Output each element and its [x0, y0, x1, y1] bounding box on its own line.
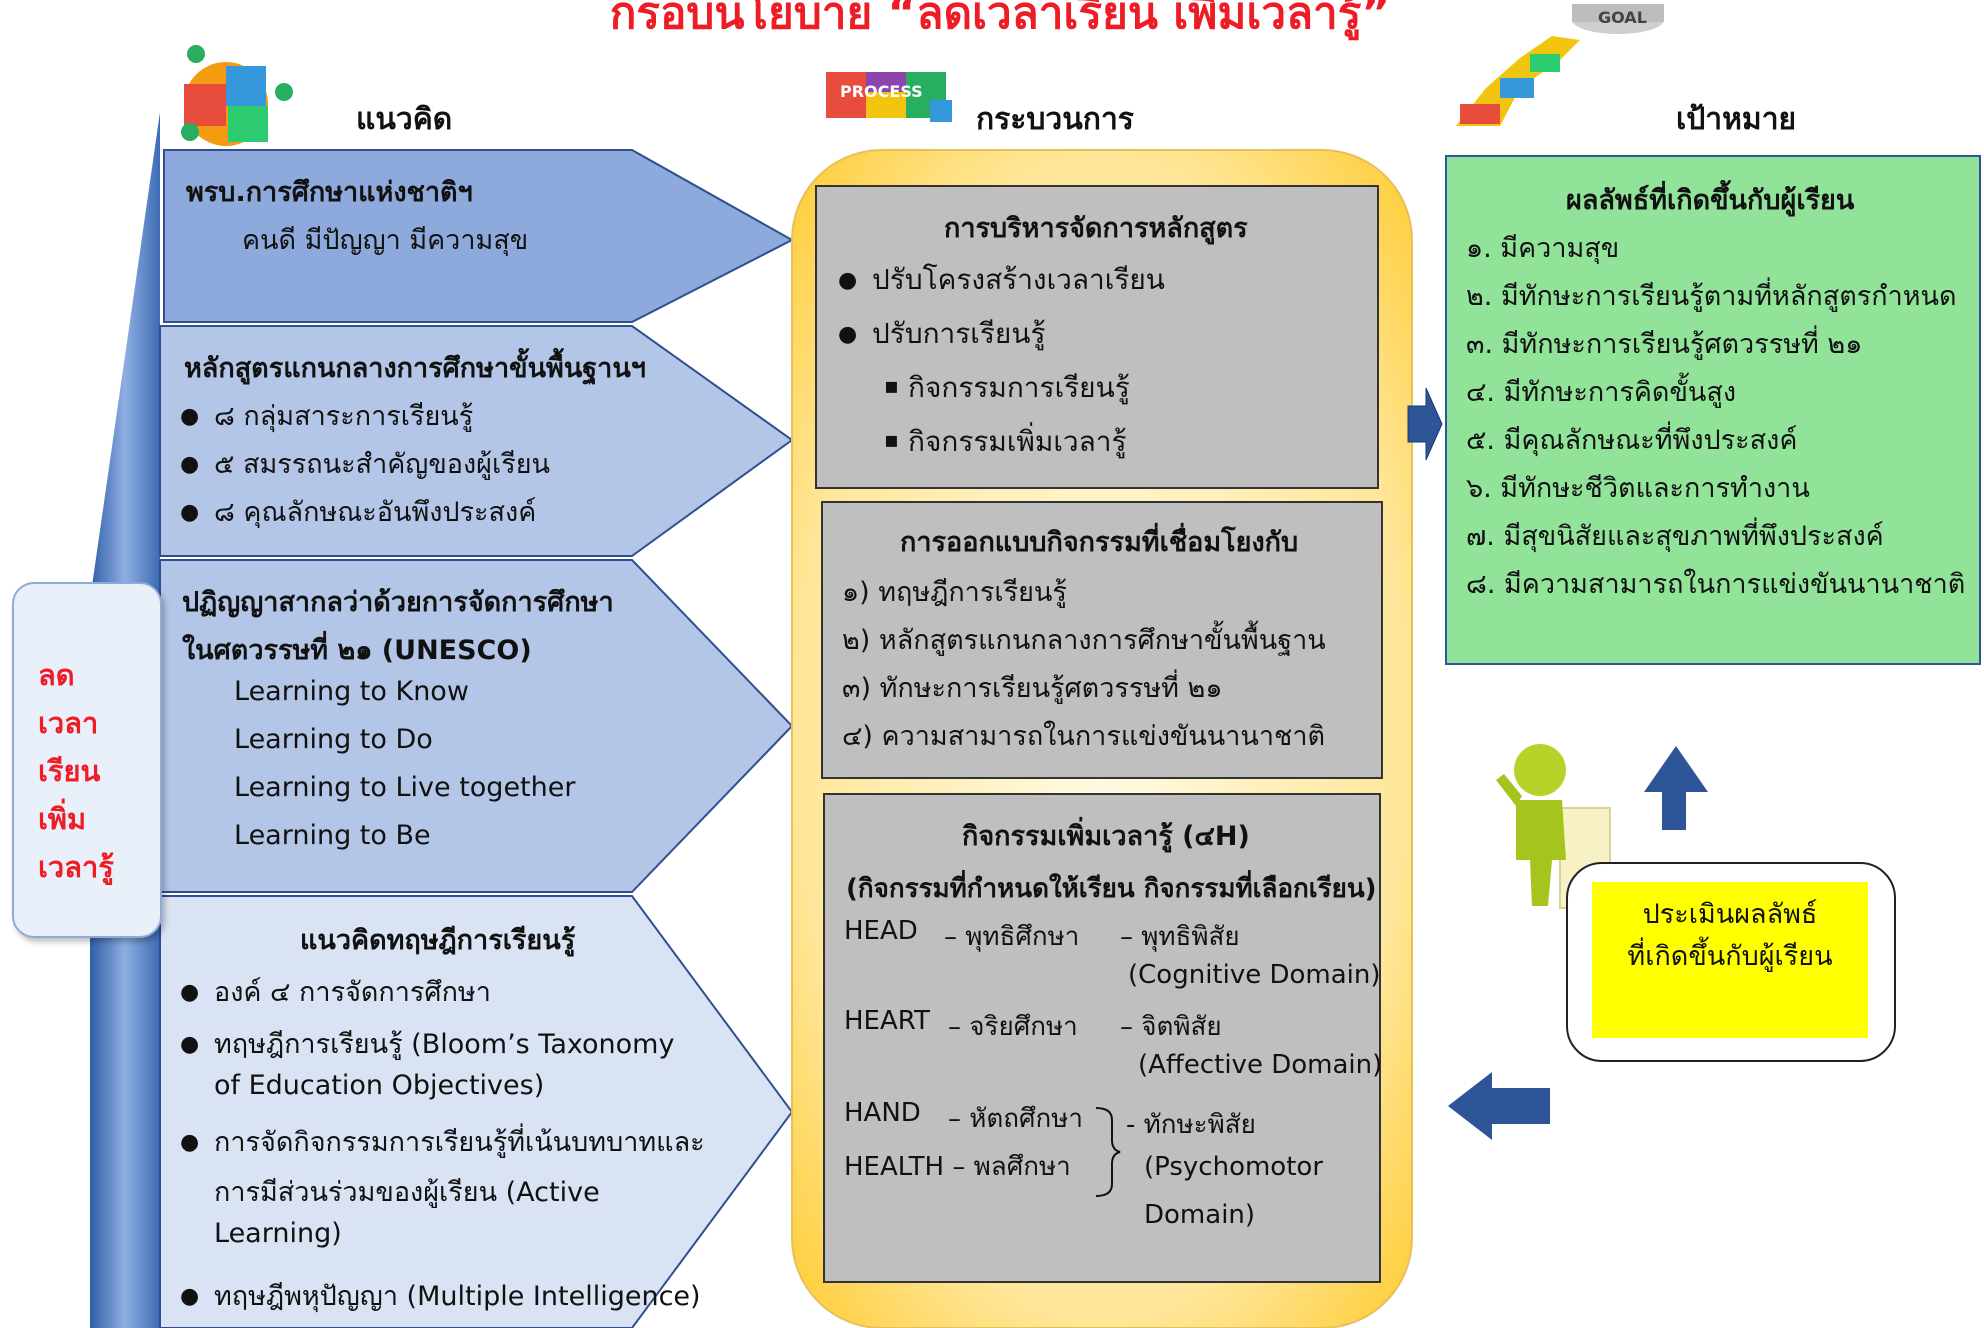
process-box-1-sub: กิจกรรมการเรียนรู้	[884, 366, 1130, 410]
psycho-domain: - ทักษะพิสัย	[1126, 1110, 1256, 1140]
process-box-2-item: ๑) ทฤษฎีการเรียนรู้	[842, 577, 1067, 608]
evaluation-line-1: ประเมินผลลัพธ์	[1642, 899, 1818, 930]
head-education: – พุทธิศึกษา	[944, 922, 1080, 952]
concept-2-item: ๘ คุณลักษณะอันพึงประสงค์	[180, 490, 536, 533]
goal-item: ๔. มีทักษะการคิดขั้นสูง	[1466, 377, 1737, 408]
goal-item: ๕. มีคุณลักษณะที่พึงประสงค์	[1466, 425, 1798, 456]
concept-4-line: การมีส่วนร่วมของผู้เรียน (Active	[214, 1177, 600, 1208]
arrow-up-icon	[1644, 746, 1708, 830]
goal-heading: ผลลัพธ์ที่เกิดขึ้นกับผู้เรียน	[1566, 185, 1855, 216]
goal-item: ๓. มีทักษะการเรียนรู้ศตวรรษที่ ๒๑	[1466, 329, 1863, 360]
concept-4-line: ทฤษฎีการเรียนรู้ (Bloom’s Taxonomy	[180, 1022, 674, 1065]
arrow-left-icon	[1448, 1072, 1550, 1140]
evaluation-line-2: ที่เกิดขึ้นกับผู้เรียน	[1627, 941, 1833, 972]
head-domain-en: (Cognitive Domain)	[1128, 960, 1381, 990]
concept-4-line: of Education Objectives)	[214, 1070, 545, 1101]
process-box-1-sub: กิจกรรมเพิ่มเวลารู้	[884, 420, 1127, 464]
left-tab-word-5: เวลารู้	[38, 850, 114, 884]
concept-3-heading-2: ในศตวรรษที่ ๒๑ (UNESCO)	[182, 635, 532, 666]
process-box-2-item: ๒) หลักสูตรแกนกลางการศึกษาขั้นพื้นฐาน	[842, 625, 1326, 656]
psycho-domain-en-1: (Psychomotor	[1144, 1152, 1324, 1182]
goal-item: ๖. มีทักษะชีวิตและการทำงาน	[1466, 473, 1810, 504]
process-box-2	[821, 501, 1383, 779]
process-puzzle-icon	[826, 72, 952, 122]
column-heading-process: กระบวนการ	[976, 102, 1134, 137]
hand-education: – หัตถศึกษา	[948, 1104, 1084, 1134]
process-box-3-subheading: (กิจกรรมที่กำหนดให้เรียน กิจกรรมที่เลือก…	[846, 874, 1377, 904]
concept-3-item: Learning to Know	[234, 676, 469, 707]
heart-domain-en: (Affective Domain)	[1138, 1050, 1383, 1080]
concept-3-item: Learning to Be	[234, 820, 431, 851]
hand-label: HAND	[844, 1098, 921, 1128]
health-line: HEALTH – พลศึกษา	[844, 1152, 1071, 1182]
head-label: HEAD	[844, 916, 918, 946]
brace-icon	[1095, 1107, 1121, 1197]
column-heading-concept: แนวคิด	[356, 102, 453, 137]
concept-2-item: ๕ สมรรถนะสำคัญของผู้เรียน	[180, 442, 550, 485]
process-box-1-bullet: ปรับการเรียนรู้	[838, 312, 1046, 356]
concept-3-item: Learning to Live together	[234, 772, 576, 803]
concept-1-line: คนดี มีปัญญา มีความสุข	[242, 225, 529, 256]
concept-4-line: Learning)	[214, 1218, 342, 1249]
process-box-1-bullet: ปรับโครงสร้างเวลาเรียน	[838, 258, 1165, 302]
process-box-1-heading: การบริหารจัดการหลักสูตร	[944, 213, 1248, 244]
heart-label: HEART	[844, 1006, 930, 1036]
heart-domain: – จิตพิสัย	[1120, 1012, 1222, 1042]
psycho-domain-en-2: Domain)	[1144, 1200, 1256, 1230]
concept-2-heading: หลักสูตรแกนกลางการศึกษาขั้นพื้นฐานฯ	[184, 353, 646, 384]
left-tab-word-2: เวลา	[38, 706, 99, 740]
evaluation-highlight: ประเมินผลลัพธ์ ที่เกิดขึ้นกับผู้เรียน	[1592, 882, 1868, 1038]
left-tab-word-3: เรียน	[38, 754, 101, 788]
concept-3-heading-1: ปฏิญญาสากลว่าด้วยการจัดการศึกษา	[182, 587, 614, 618]
process-badge-label: PROCESS	[840, 82, 923, 101]
concept-3-item: Learning to Do	[234, 724, 433, 755]
goal-box	[1445, 155, 1981, 665]
concept-chevron-1	[163, 149, 795, 323]
concept-4-line: การจัดกิจกรรมการเรียนรู้ที่เน้นบทบาทและ	[180, 1120, 705, 1163]
left-tab: ลด เวลา เรียน เพิ่ม เวลารู้	[12, 582, 162, 938]
puzzle-team-icon	[181, 45, 293, 146]
head-domain: – พุทธิพิสัย	[1120, 922, 1240, 952]
process-box-3	[823, 793, 1381, 1283]
goal-badge-label: GOAL	[1598, 8, 1647, 27]
concept-4-heading: แนวคิดทฤษฎีการเรียนรู้	[300, 925, 576, 956]
process-box-2-item: ๔) ความสามารถในการแข่งขันนานาชาติ	[842, 721, 1326, 752]
concept-4-line: ทฤษฎีพหุปัญญา (Multiple Intelligence)	[180, 1274, 701, 1317]
arrow-right-icon	[1407, 387, 1443, 461]
concept-4-line: องค์ ๔ การจัดการศึกษา	[180, 970, 491, 1013]
concept-1-heading: พรบ.การศึกษาแห่งชาติฯ	[186, 177, 473, 208]
concept-2-item: ๘ กลุ่มสาระการเรียนรู้	[180, 394, 473, 437]
goal-item: ๑. มีความสุข	[1466, 233, 1620, 264]
goal-item: ๘. มีความสามารถในการแข่งขันนานาชาติ	[1466, 569, 1966, 600]
goal-item: ๗. มีสุขนิสัยและสุขภาพที่พึงประสงค์	[1466, 521, 1884, 552]
page-title: กรอบนโยบาย “ลดเวลาเรียน เพิ่มเวลารู้”	[609, 0, 1391, 39]
left-tab-word-4: เพิ่ม	[38, 802, 87, 836]
process-box-2-item: ๓) ทักษะการเรียนรู้ศตวรรษที่ ๒๑	[842, 673, 1223, 704]
process-box-2-heading: การออกแบบกิจกรรมที่เชื่อมโยงกับ	[900, 527, 1299, 558]
process-box-3-heading: กิจกรรมเพิ่มเวลารู้ (๔H)	[962, 821, 1250, 852]
left-tab-word-1: ลด	[38, 658, 75, 692]
heart-education: – จริยศึกษา	[948, 1012, 1078, 1042]
goal-steps-icon	[1456, 4, 1664, 126]
goal-item: ๒. มีทักษะการเรียนรู้ตามที่หลักสูตรกำหนด	[1466, 281, 1957, 312]
column-heading-goal: เป้าหมาย	[1676, 102, 1797, 137]
